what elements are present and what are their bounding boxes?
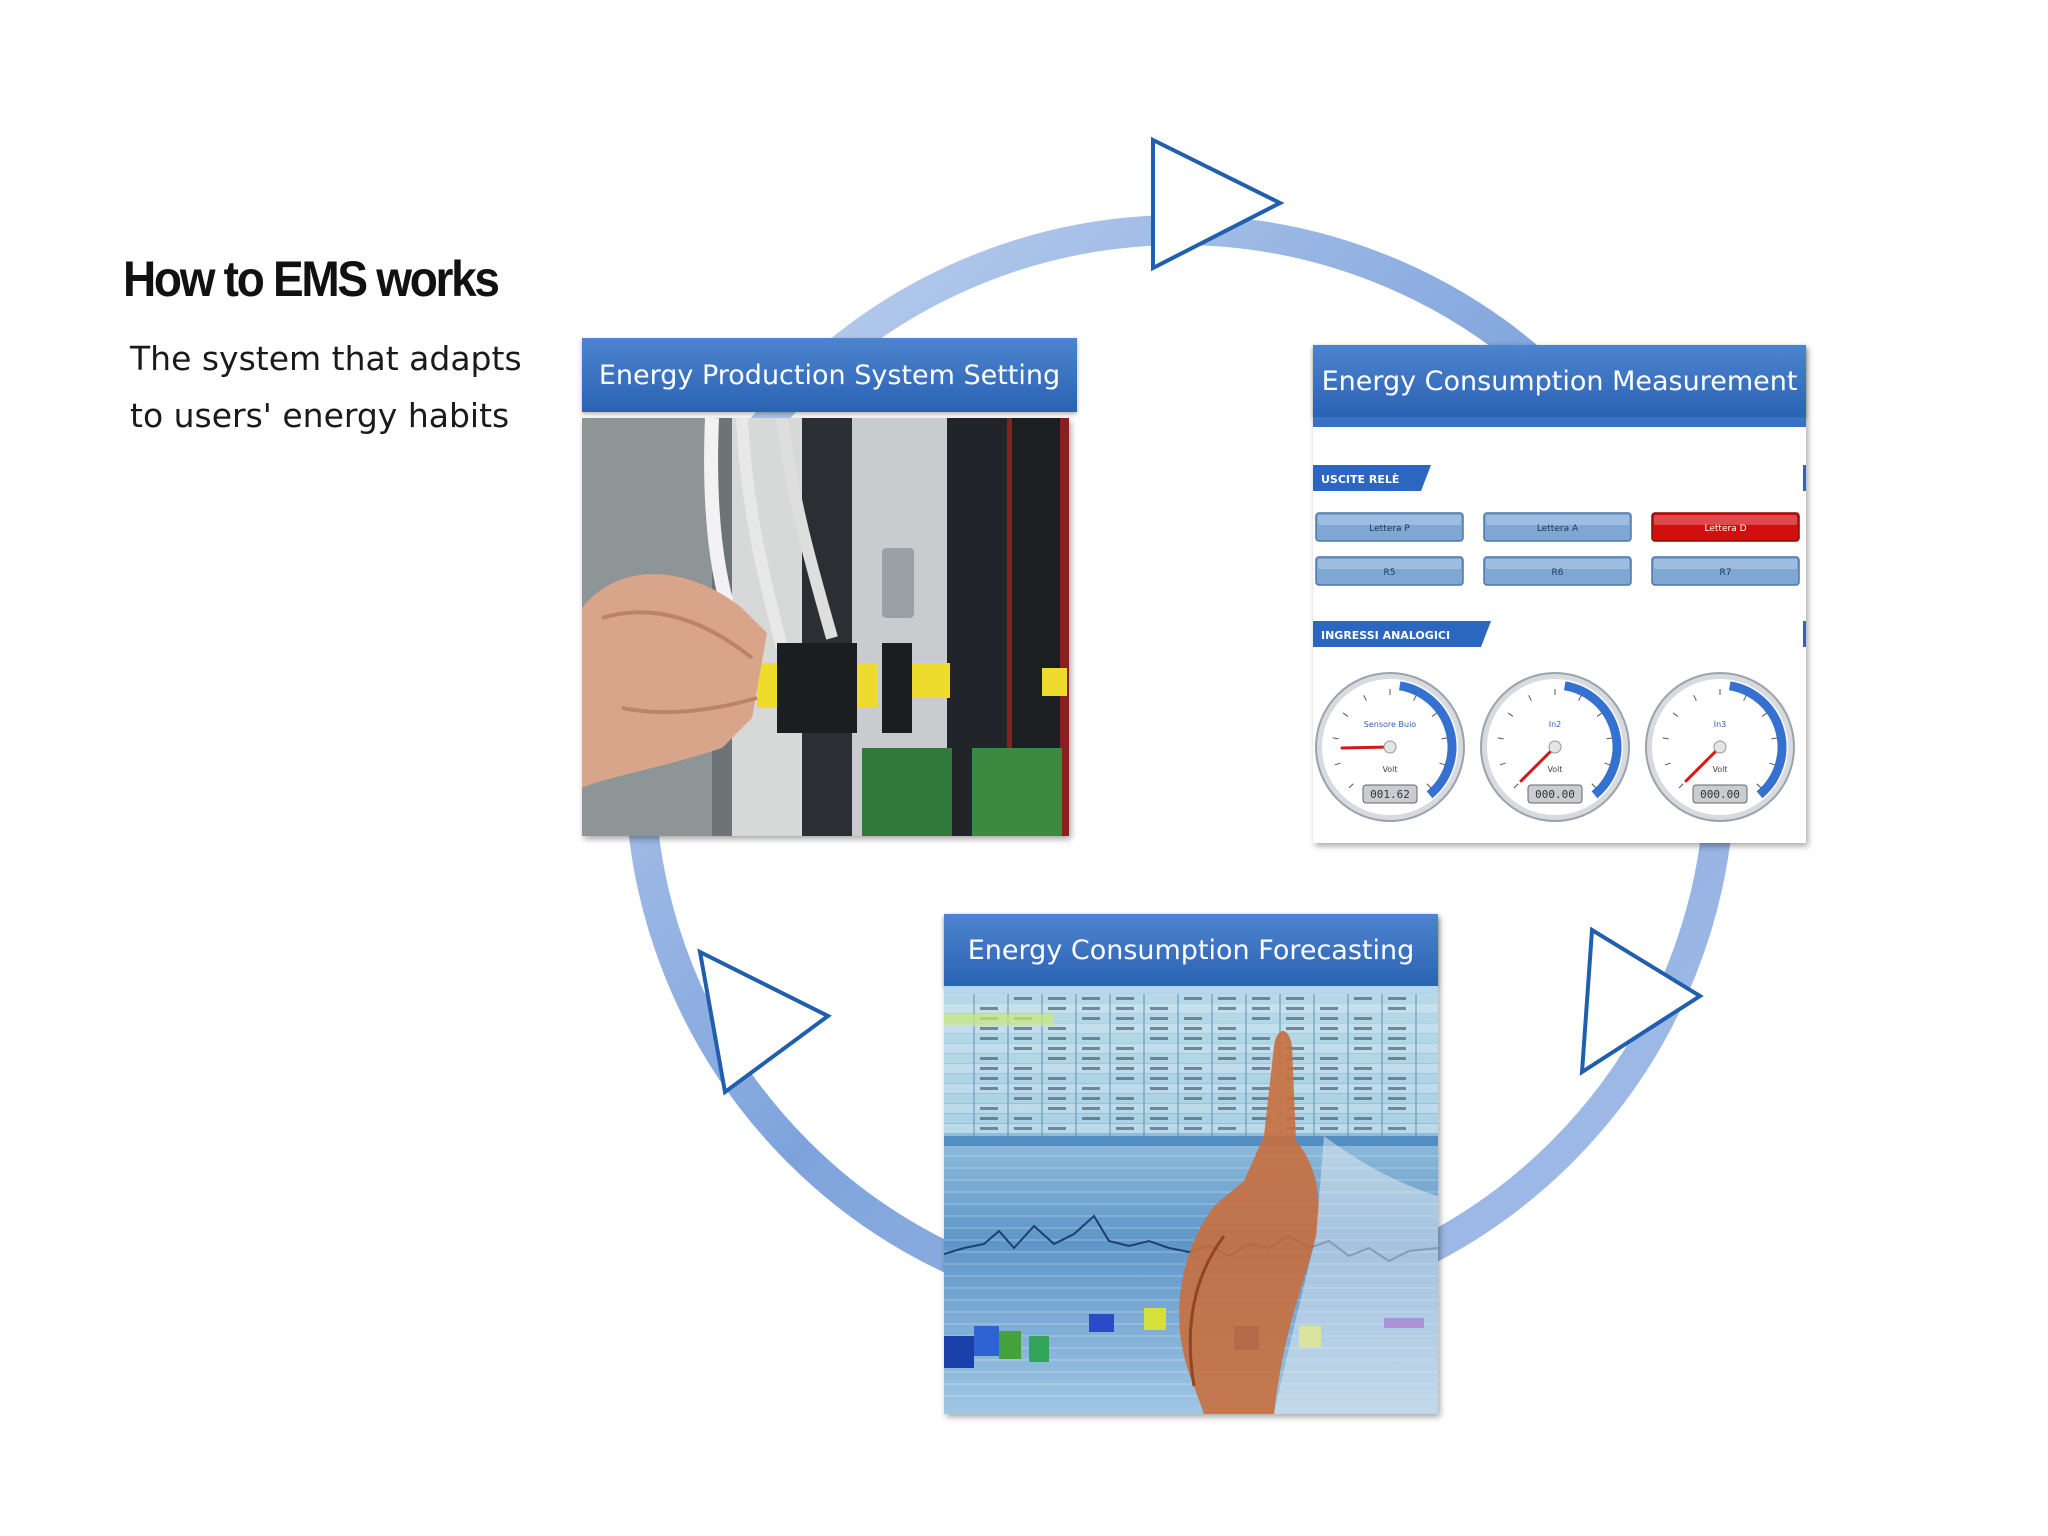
forecasting-photo bbox=[944, 986, 1438, 1414]
gauge-group: Sensore BuioVolt001.62In2Volt000.00In3Vo… bbox=[1315, 672, 1795, 822]
subtitle-line-1: The system that adapts bbox=[130, 339, 522, 378]
card-forecasting: Energy Consumption Forecasting bbox=[944, 914, 1438, 1414]
relay-button[interactable]: Lettera D bbox=[1651, 512, 1800, 542]
relay-button[interactable]: Lettera A bbox=[1483, 512, 1632, 542]
cycle-arrow-left-icon bbox=[697, 948, 832, 1096]
card-measurement-title: Energy Consumption Measurement bbox=[1313, 345, 1806, 417]
gauge-readout: 000.00 bbox=[1700, 788, 1740, 801]
measurement-dashboard: USCITE RELÈ Lettera P Lettera A Lettera D R… bbox=[1313, 417, 1806, 843]
production-photo bbox=[582, 418, 1069, 836]
page-subtitle: The system that adapts to users' energy … bbox=[130, 330, 522, 444]
relays-section-label: USCITE RELÈ bbox=[1321, 473, 1399, 486]
gauge-needle bbox=[1684, 745, 1722, 783]
gauge-label: Sensore Buio bbox=[1364, 720, 1416, 729]
spreadsheet-grid bbox=[944, 994, 1438, 1136]
subtitle-line-2: to users' energy habits bbox=[130, 396, 510, 435]
relay-button[interactable]: R7 bbox=[1651, 556, 1800, 586]
card-forecasting-title: Energy Consumption Forecasting bbox=[944, 914, 1438, 986]
relay-button-label: R5 bbox=[1384, 568, 1396, 578]
relays-section-bg bbox=[1313, 465, 1431, 491]
gauge-label: In3 bbox=[1714, 720, 1727, 729]
card-production: Energy Production System Setting bbox=[582, 338, 1077, 838]
gauge-label: In2 bbox=[1549, 720, 1562, 729]
relay-button-label: Lettera A bbox=[1537, 524, 1579, 534]
card-production-title: Energy Production System Setting bbox=[582, 338, 1077, 412]
analog-section-label: INGRESSI ANALOGICI bbox=[1321, 629, 1450, 642]
gauge-unit: Volt bbox=[1382, 765, 1397, 774]
cycle-arrow-top-icon bbox=[1151, 136, 1285, 272]
relay-button-label: Lettera P bbox=[1369, 524, 1410, 534]
gauge-unit: Volt bbox=[1547, 765, 1562, 774]
page-title: How to EMS works bbox=[123, 251, 500, 307]
card-measurement: Energy Consumption Measurement USCITE RE… bbox=[1313, 345, 1806, 843]
relay-button-group: Lettera P Lettera A Lettera D R5 R6 R7 bbox=[1315, 512, 1800, 586]
relay-button-label: R6 bbox=[1552, 568, 1564, 578]
relay-button[interactable]: Lettera P bbox=[1315, 512, 1464, 542]
analog-section-bg bbox=[1313, 621, 1491, 647]
gauge-needle bbox=[1340, 745, 1392, 750]
relay-button-label: R7 bbox=[1720, 568, 1732, 578]
relay-button[interactable]: R5 bbox=[1315, 556, 1464, 586]
gauge-readout: 001.62 bbox=[1370, 788, 1410, 801]
cycle-arrow-right-icon bbox=[1579, 926, 1704, 1076]
relay-button-label: Lettera D bbox=[1705, 524, 1747, 534]
relay-button[interactable]: R6 bbox=[1483, 556, 1632, 586]
gauge-unit: Volt bbox=[1712, 765, 1727, 774]
gauge-needle bbox=[1519, 745, 1557, 783]
gauge-readout: 000.00 bbox=[1535, 788, 1575, 801]
